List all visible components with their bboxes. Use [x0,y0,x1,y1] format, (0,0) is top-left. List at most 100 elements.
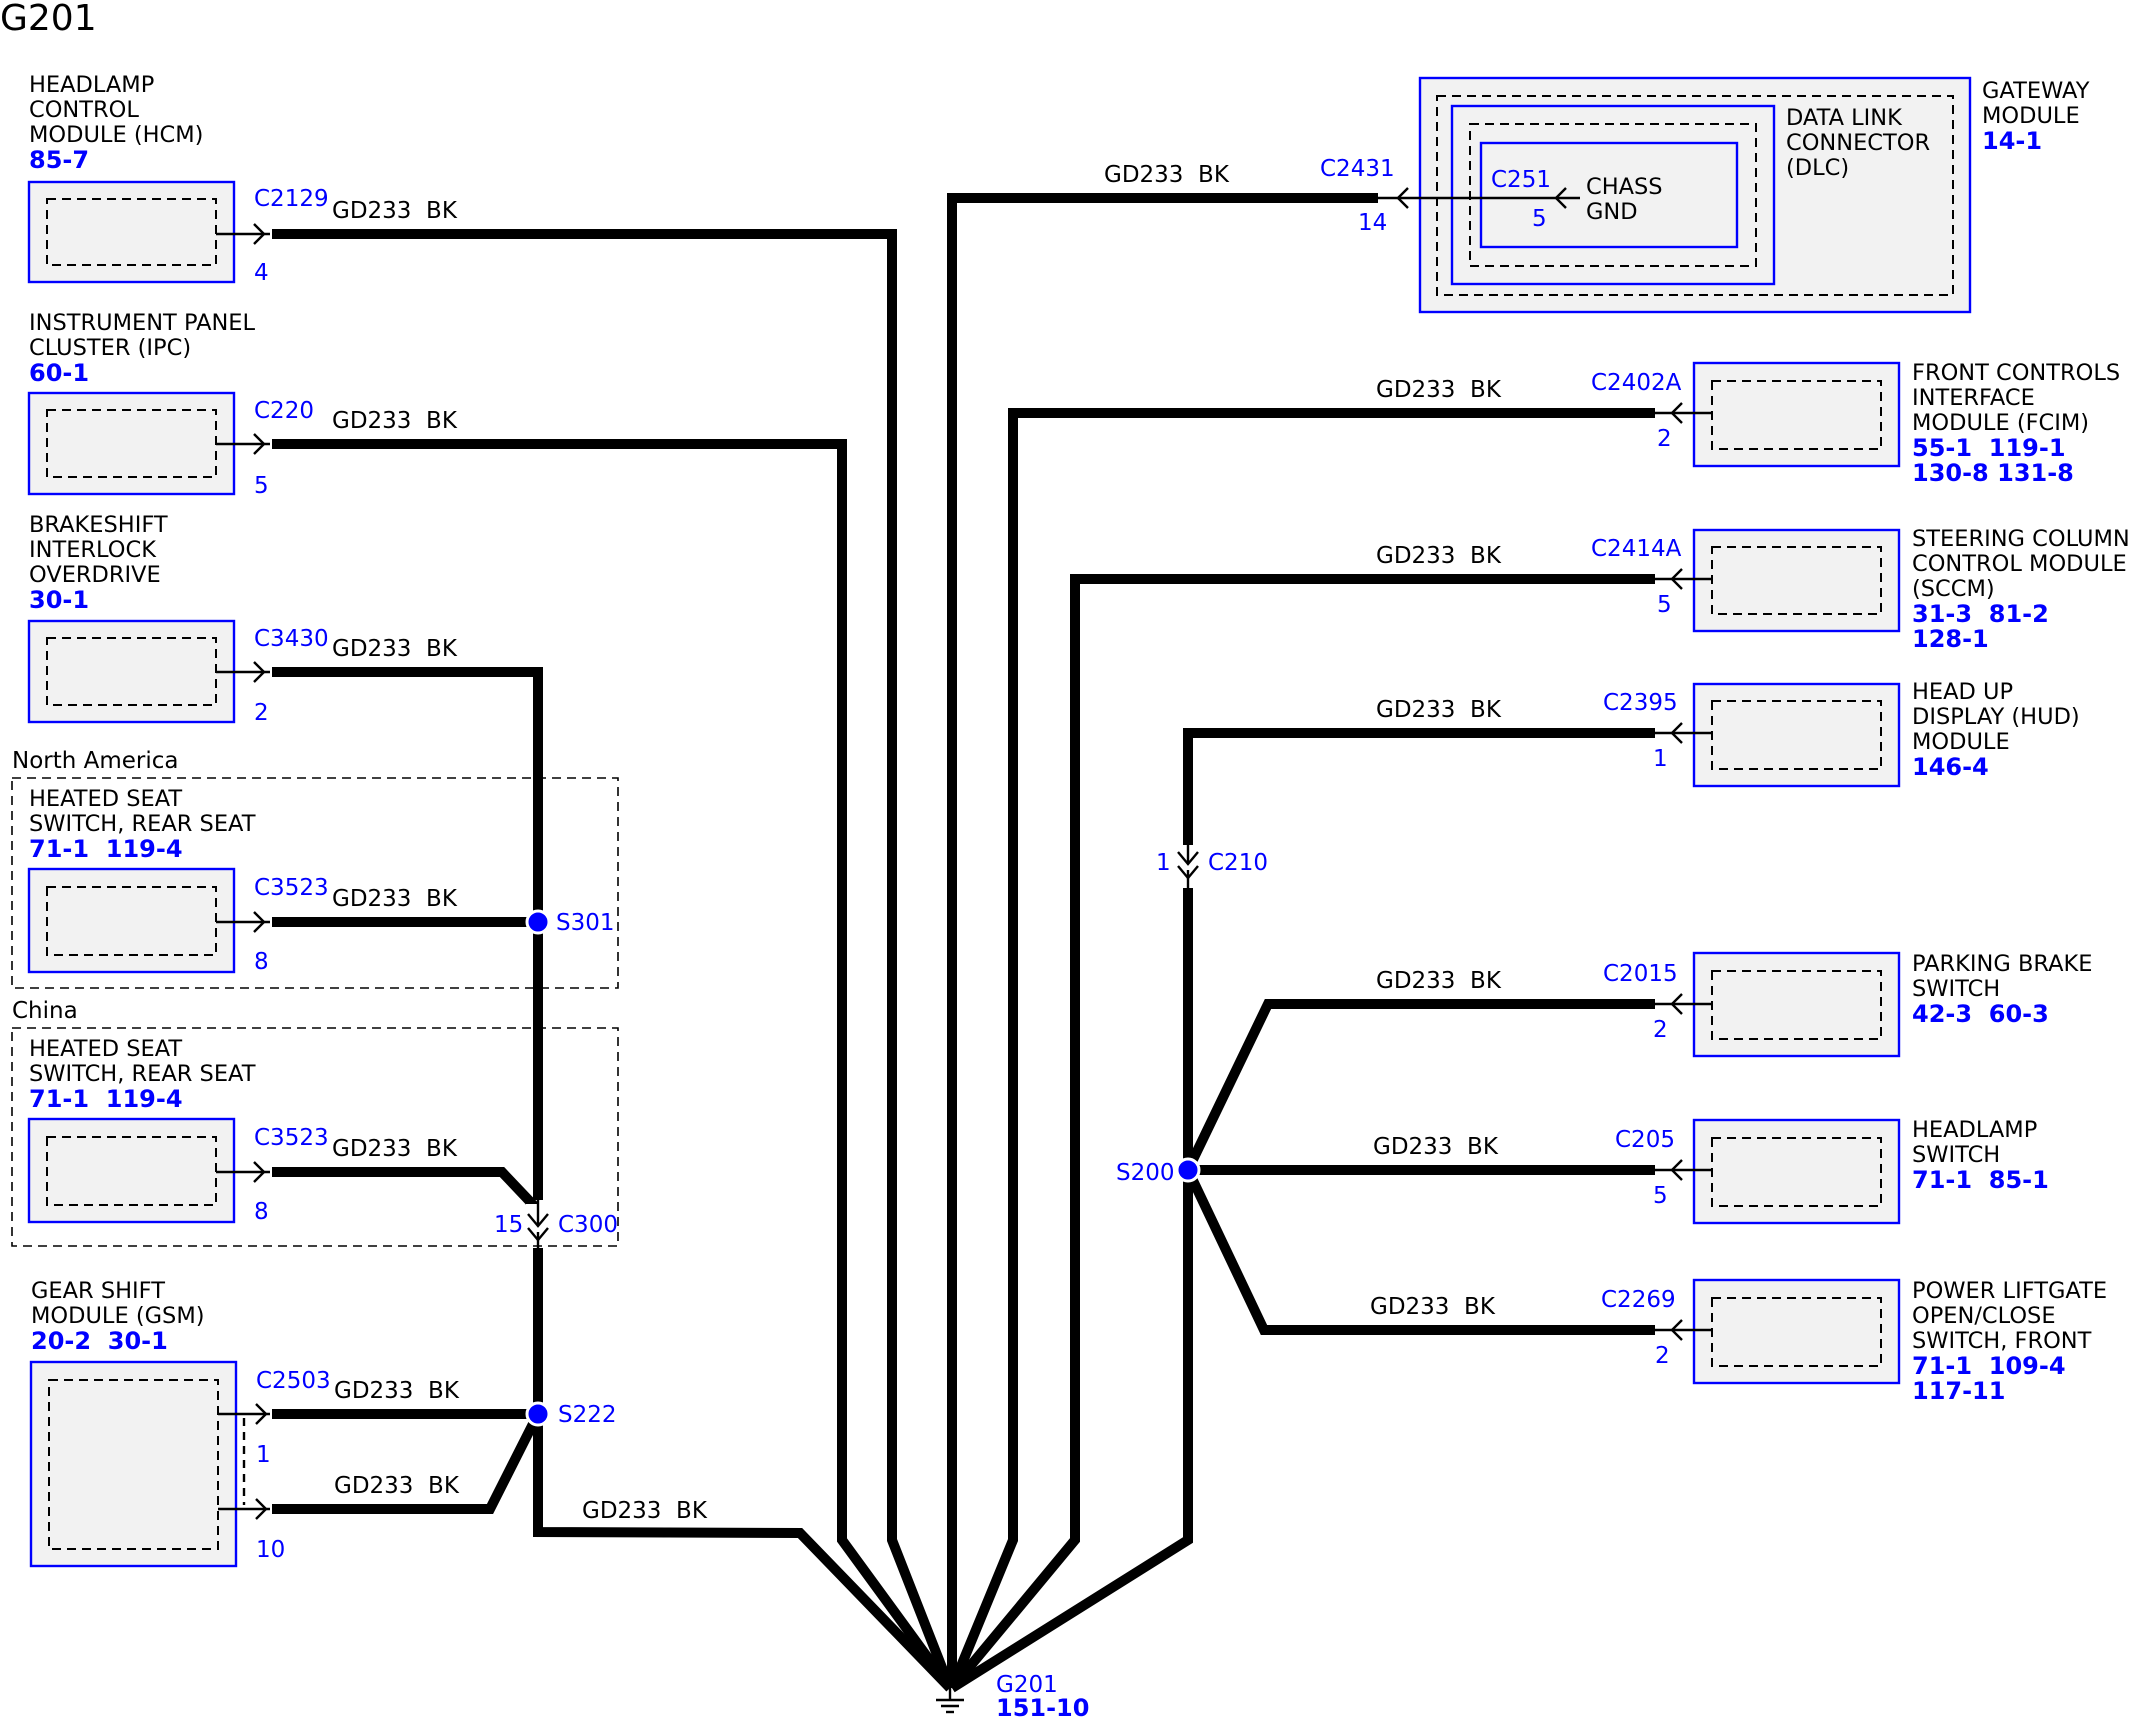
module-fcim[interactable]: C2402A 2 FRONT CONTROLS INTERFACE MODULE… [0,0,2127,487]
wire-ipc [272,439,955,1691]
arrow-right-icon [253,1161,266,1183]
module-power-liftgate[interactable]: C2269 2 POWER LIFTGATE OPEN/CLOSE SWITCH… [0,0,2124,1405]
ground-g201[interactable]: G201 151-10 [936,1672,1089,1718]
dlc-name: DATA LINK CONNECTOR (DLC) [1786,105,1937,181]
wire-label-hs-na: GD233 BK [332,886,458,912]
module-brakeshift-box [27,619,236,724]
splice-dot [525,909,551,935]
wire-bsi [272,667,543,1200]
pin-number: 14 [1358,210,1387,236]
wire-hud [1183,728,1655,847]
inline-connector-c300-pin: 15 [494,1212,523,1238]
module-gsm-inner [48,1379,219,1550]
arrow-down-icon [1177,865,1199,880]
splice-s200-label: S200 [1116,1160,1175,1186]
module-parking-brake-ref: 42-3 60-3 [1912,1000,2049,1028]
module-sccm-box [1692,528,1901,633]
wire-label-hls: GD233 BK [1373,1134,1499,1160]
wire-hcm [272,229,955,1690]
wire-label-bsi: GD233 BK [332,636,458,662]
connector-c3523: C3523 [254,875,329,901]
module-heated-seat-cn-box [27,1117,236,1224]
pin-number: 1 [1653,746,1668,772]
connector-c2414a: C2414A [1591,536,1682,562]
arrow-left-icon [1670,1159,1683,1181]
wire-sccm [948,574,1655,1692]
splice-s222[interactable]: S222 [525,1401,617,1428]
connector-c205: C205 [1615,1127,1675,1153]
arrow-right-icon [253,433,266,455]
wire-label-hcm: GD233 BK [332,198,458,224]
inline-connector-c210[interactable]: 1 C210 [1156,845,1268,888]
wire-gateway [947,193,1378,1688]
wire-label-gsm-1: GD233 BK [334,1378,460,1404]
connector-c2129: C2129 [254,186,329,212]
module-hud[interactable]: C2395 1 HEAD UP DISPLAY (HUD) MODULE 146… [1603,679,2087,788]
pin-number: 5 [254,473,269,499]
connector-c2269: C2269 [1601,1287,1676,1313]
connector-c3523: C3523 [254,1125,329,1151]
wire-label-s222-ground: GD233 BK [582,1498,708,1524]
wire-hs-cn [272,1167,542,1214]
module-hcm-ref: 85-7 [29,146,89,174]
splice-s200[interactable]: S200 [1116,1157,1201,1186]
module-parking-brake-name: PARKING BRAKE SWITCH [1912,951,2100,1002]
pin-number: 4 [254,260,269,286]
module-headlamp-switch[interactable]: C205 5 HEADLAMP SWITCH 71-1 85-1 [1615,1117,2049,1225]
module-gsm[interactable]: GEAR SHIFT MODULE (GSM) 20-2 30-1 C2503 … [29,1278,331,1568]
arrow-left-icon [1670,1319,1683,1341]
pin-number: 2 [1657,426,1672,452]
module-hcm[interactable]: HEADLAMP CONTROL MODULE (HCM) 85-7 C2129… [27,72,329,286]
splice-dot [1175,1157,1201,1183]
diagram-title: G201 [0,0,97,39]
arrow-right-icon [253,911,266,933]
connector-c220: C220 [254,398,314,424]
module-fcim-inner [1711,380,1882,450]
arrow-left-icon [1554,187,1567,209]
module-heated-seat-na[interactable]: HEATED SEAT SWITCH, REAR SEAT 71-1 119-4… [27,786,329,975]
module-sccm-ref: 31-3 81-2 128-1 [0,0,2107,653]
splice-dot [525,1401,551,1427]
ground-g201-label: G201 [996,1672,1058,1698]
module-power-liftgate-ref: 71-1 109-4 117-11 [1912,1352,2066,1405]
splice-s301-label: S301 [556,910,615,936]
module-gateway[interactable]: GATEWAY MODULE 14-1 DATA LINK CONNECTOR … [1320,76,2097,314]
module-parking-brake[interactable]: C2015 2 PARKING BRAKE SWITCH 42-3 60-3 [1603,951,2100,1058]
module-hud-box [1692,682,1901,788]
module-heated-seat-cn[interactable]: HEATED SEAT SWITCH, REAR SEAT 71-1 119-4… [27,1036,329,1225]
region-china-label: China [12,998,78,1024]
module-brakeshift-ref: 30-1 [29,586,89,614]
module-ipc-name: INSTRUMENT PANEL CLUSTER (IPC) [29,310,262,361]
splice-s301[interactable]: S301 [525,909,615,936]
module-heated-seat-na-name: HEATED SEAT SWITCH, REAR SEAT [29,786,256,837]
module-sccm[interactable]: C2414A 5 STEERING COLUMN CONTROL MODULE … [0,0,2130,653]
module-headlamp-switch-name: HEADLAMP SWITCH [1912,1117,2044,1168]
module-gsm-name: GEAR SHIFT MODULE (GSM) [31,1278,205,1329]
connector-c2431: C2431 [1320,156,1395,182]
arrow-right-icon [253,661,266,683]
module-ipc[interactable]: INSTRUMENT PANEL CLUSTER (IPC) 60-1 C220… [27,310,314,499]
pin-number: 8 [254,1199,269,1225]
module-hcm-box [27,180,236,284]
wire-label-hud: GD233 BK [1376,697,1502,723]
region-china-box [11,1027,619,1247]
module-sccm-name: STEERING COLUMN CONTROL MODULE (SCCM) [1912,526,2130,602]
arrow-left-icon [1670,402,1683,424]
module-brakeshift[interactable]: BRAKESHIFT INTERLOCK OVERDRIVE 30-1 C343… [27,512,329,726]
arrow-right-icon [255,1403,268,1425]
module-ipc-box [27,391,236,496]
module-ipc-ref: 60-1 [29,359,89,387]
chassis-ground-label: CHASS GND [1586,174,1670,225]
module-power-liftgate-box [1692,1278,1901,1385]
module-hud-inner [1711,700,1882,770]
module-gateway-name: GATEWAY MODULE [1982,78,2097,129]
wire-label-gateway: GD233 BK [1104,162,1230,188]
inline-connector-c300[interactable]: 15 C300 [494,1200,618,1248]
module-gateway-ref: 14-1 [1982,127,2042,155]
pin-number: 2 [1653,1017,1668,1043]
arrow-left-icon [1670,993,1683,1015]
region-north-america-label: North America [12,748,179,774]
module-sccm-inner [1711,546,1882,615]
module-gateway-inner [1436,95,1954,296]
